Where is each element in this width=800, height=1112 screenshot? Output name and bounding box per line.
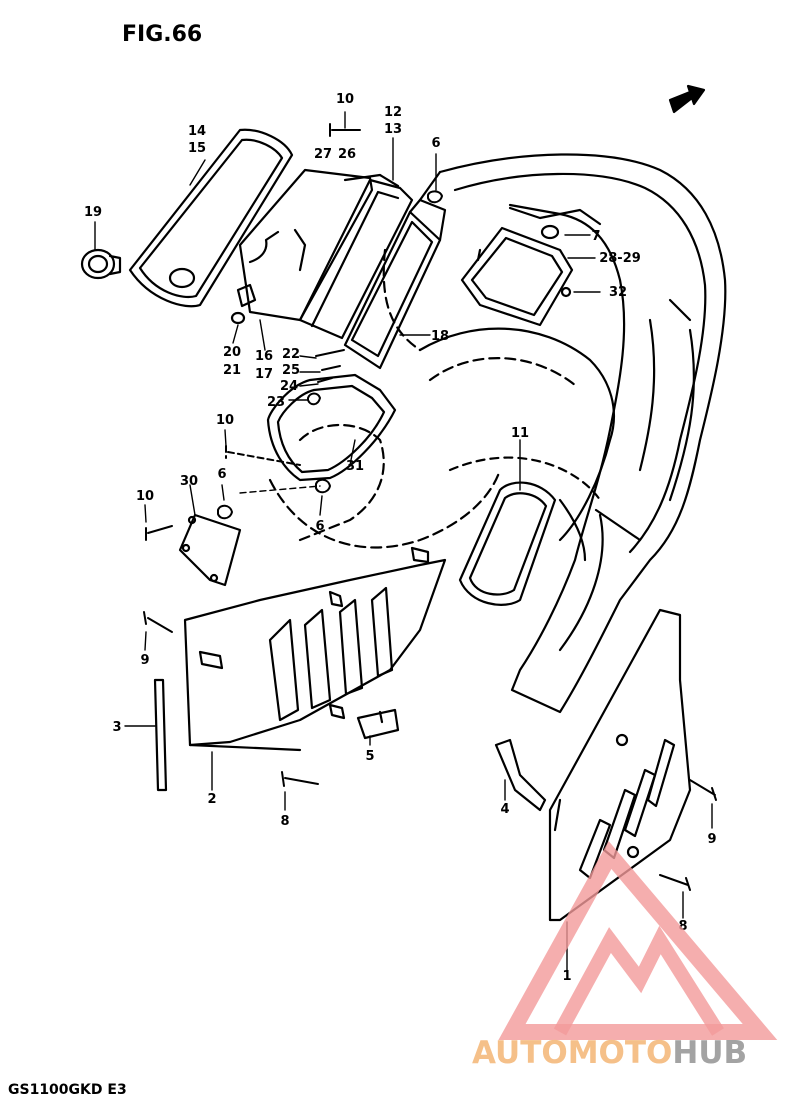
front-direction-arrow-icon bbox=[668, 84, 706, 114]
bolt-9-right bbox=[689, 779, 717, 801]
callout-9b: 9 bbox=[707, 832, 716, 847]
tail-light-body bbox=[298, 173, 414, 340]
small-bracket bbox=[356, 708, 400, 740]
washer-25 bbox=[321, 365, 341, 371]
callout-15: 15 bbox=[188, 141, 206, 156]
nut-6c bbox=[315, 478, 331, 494]
callout-10b: 10 bbox=[216, 413, 234, 428]
rear-fender-housing bbox=[268, 153, 727, 714]
tail-light-housing bbox=[230, 168, 374, 325]
callout-13: 13 bbox=[384, 122, 402, 137]
callout-3: 3 bbox=[112, 720, 121, 735]
bolt-8-left bbox=[281, 771, 319, 787]
reflector-frame bbox=[343, 198, 447, 370]
callout-9a: 9 bbox=[140, 653, 149, 668]
callout-32: 32 bbox=[609, 285, 627, 300]
callout-16: 16 bbox=[255, 349, 273, 364]
lower-reflector bbox=[458, 481, 557, 606]
washer-23 bbox=[307, 392, 321, 406]
callout-18: 18 bbox=[431, 329, 449, 344]
washer-22 bbox=[315, 349, 345, 357]
automotohub-logo-watermark bbox=[498, 840, 778, 1040]
callout-6c: 6 bbox=[315, 519, 324, 534]
callout-26: 26 bbox=[338, 147, 356, 162]
callout-25: 25 bbox=[282, 363, 300, 378]
callout-14: 14 bbox=[188, 124, 206, 139]
callout-23: 23 bbox=[267, 395, 285, 410]
callout-28-29: 28-29 bbox=[599, 251, 641, 266]
callout-8a: 8 bbox=[280, 814, 289, 829]
bolt-9-left bbox=[143, 611, 173, 633]
callout-11: 11 bbox=[511, 426, 529, 441]
callout-4: 4 bbox=[500, 802, 509, 817]
bolts bbox=[143, 123, 717, 891]
callout-5: 5 bbox=[365, 749, 374, 764]
callout-7: 7 bbox=[591, 229, 600, 244]
model-code: GS1100GKD E3 bbox=[8, 1082, 127, 1098]
callout-8b: 8 bbox=[678, 919, 687, 934]
nut-6b bbox=[217, 504, 233, 520]
callout-24: 24 bbox=[280, 379, 298, 394]
callout-30: 30 bbox=[180, 474, 198, 489]
cover-plate bbox=[178, 513, 242, 587]
support-rod bbox=[153, 678, 168, 792]
rubber-grommet bbox=[80, 248, 122, 280]
figure-title: FIG.66 bbox=[122, 22, 203, 47]
right-bracket bbox=[494, 738, 547, 812]
callout-20: 20 bbox=[223, 345, 241, 360]
callout-27: 27 bbox=[314, 147, 332, 162]
left-side-cover bbox=[183, 546, 447, 752]
callout-31: 31 bbox=[346, 459, 364, 474]
callout-10a: 10 bbox=[336, 92, 354, 107]
callout-19: 19 bbox=[84, 205, 102, 220]
callout-17: 17 bbox=[255, 367, 273, 382]
bolt-10-mid bbox=[225, 445, 301, 466]
callout-10c: 10 bbox=[136, 489, 154, 504]
bolt-10-left bbox=[145, 525, 173, 541]
tail-lens bbox=[128, 128, 294, 308]
callout-12: 12 bbox=[384, 105, 402, 120]
callout-21: 21 bbox=[223, 363, 241, 378]
nut-6a bbox=[427, 190, 443, 204]
callout-6b: 6 bbox=[217, 467, 226, 482]
callout-2: 2 bbox=[207, 792, 216, 807]
bracket-plate bbox=[460, 224, 574, 327]
bolt-10-top bbox=[329, 123, 361, 137]
callout-1: 1 bbox=[562, 969, 571, 984]
bolt-8-right bbox=[659, 874, 691, 891]
washer-24 bbox=[317, 377, 333, 383]
leader-lines bbox=[94, 111, 713, 973]
callout-22: 22 bbox=[282, 347, 300, 362]
callout-6a: 6 bbox=[431, 136, 440, 151]
